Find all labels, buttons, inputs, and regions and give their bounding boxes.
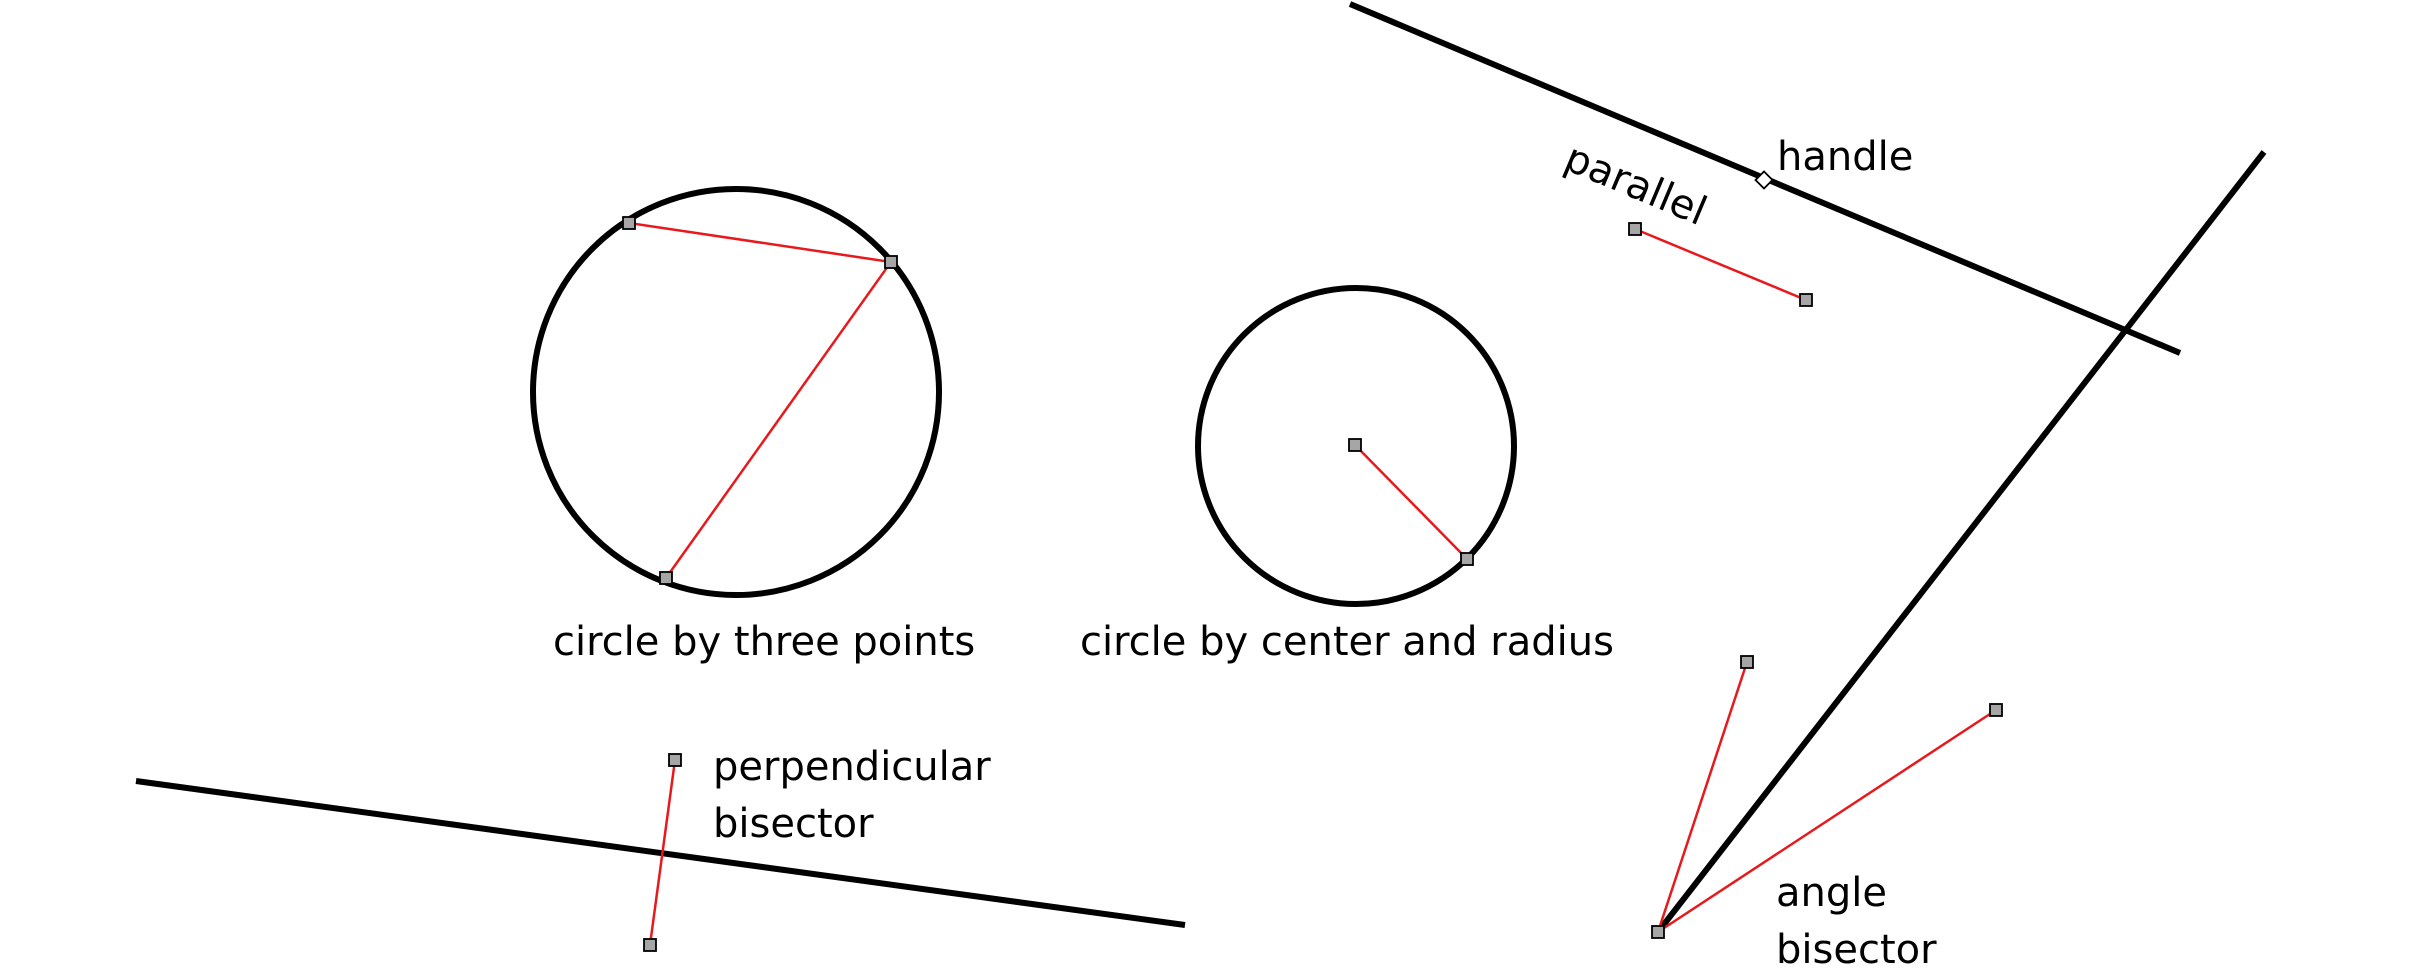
control-point[interactable]: [668, 753, 682, 767]
parallel-group: parallel handle: [1348, 1, 2182, 356]
control-point[interactable]: [1348, 438, 1362, 452]
guide-segment-perpendicular: [648, 759, 677, 946]
control-point[interactable]: [1799, 293, 1813, 307]
control-point[interactable]: [643, 938, 657, 952]
control-point[interactable]: [1989, 703, 2003, 717]
control-point[interactable]: [884, 255, 898, 269]
control-point[interactable]: [1628, 222, 1642, 236]
guide-segment-parallel: [1634, 227, 1807, 302]
label-angle-line2: bisector: [1776, 927, 1937, 969]
angle-bisector-line: [1655, 150, 2267, 934]
circle-center-radius: [1195, 285, 1517, 607]
label-handle: handle: [1777, 134, 1913, 180]
control-point[interactable]: [1651, 925, 1665, 939]
circle-by-three-points-group: circle by three points: [530, 186, 975, 665]
perpendicular-bisector-line: [135, 778, 1186, 928]
guide-segment-chord-top: [628, 221, 892, 264]
guide-segment-angle-arm-2: [1657, 708, 1997, 934]
guide-segment-chord-diagonal: [664, 261, 893, 579]
guide-segment-radius: [1354, 444, 1468, 560]
control-point[interactable]: [659, 571, 673, 585]
perpendicular-bisector-group: perpendicular bisector: [135, 744, 1186, 952]
control-point[interactable]: [1740, 655, 1754, 669]
control-point[interactable]: [1460, 552, 1474, 566]
circle-three-points: [530, 186, 942, 598]
guide-segment-angle-arm-1: [1656, 661, 1749, 933]
label-perpendicular-line1: perpendicular: [713, 744, 991, 790]
control-point[interactable]: [622, 216, 636, 230]
circle-by-center-radius-group: circle by center and radius: [1080, 285, 1614, 665]
handle-point[interactable]: [1754, 170, 1774, 190]
label-circle-three-points: circle by three points: [553, 619, 975, 665]
angle-bisector-group: angle bisector: [1651, 150, 2267, 969]
label-perpendicular-line2: bisector: [713, 801, 874, 847]
label-angle-line1: angle: [1776, 870, 1887, 916]
label-circle-center-radius: circle by center and radius: [1080, 619, 1614, 665]
